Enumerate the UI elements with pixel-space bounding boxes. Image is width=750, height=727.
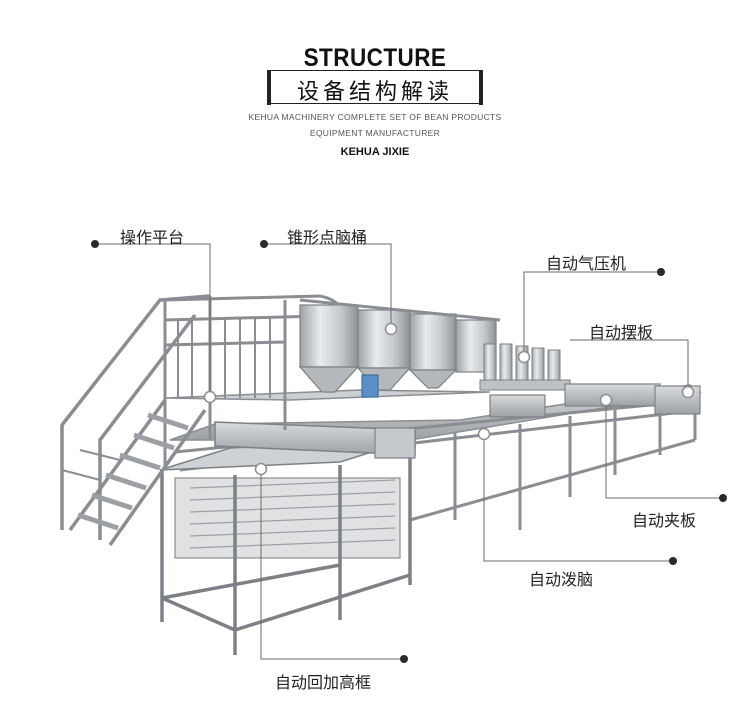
page-title: STRUCTURE [303, 44, 447, 72]
callout-markers [203, 322, 695, 476]
callout-auto-clamp-plate: 自动夹板 [632, 511, 697, 530]
staircase-illustration [60, 294, 211, 547]
subtitle-box: 设备结构解读 [267, 70, 483, 105]
callout-lines [95, 243, 723, 660]
return-frame-table [159, 439, 412, 655]
company-line-1: KEHUA MACHINERY COMPLETE SET OF BEAN PRO… [248, 112, 502, 122]
callout-auto-pouring: 自动泼脑 [529, 570, 594, 589]
subtitle-left-bar [267, 70, 271, 105]
callout-dots [91, 240, 727, 663]
callout-auto-swing-plate: 自动摆板 [589, 323, 654, 342]
callout-cone-tank: 锥形点脑桶 [287, 228, 368, 247]
callout-operating-platform: 操作平台 [120, 228, 185, 247]
clamp-plate-illustration [489, 383, 701, 418]
callout-auto-air-press: 自动气压机 [546, 254, 627, 273]
company-line-2: EQUIPMENT MANUFACTURER [309, 128, 441, 138]
header: STRUCTURE 设备结构解读 KEHUA MACHINERY COMPLET… [0, 0, 750, 175]
subtitle-right-bar [479, 70, 483, 105]
pouring-hood [214, 421, 416, 459]
brand-name: KEHUA JIXIE [340, 146, 410, 158]
cone-tanks-illustration [298, 298, 501, 398]
callout-auto-return-frame: 自动回加高框 [275, 673, 372, 692]
page-subtitle: 设备结构解读 [296, 80, 453, 105]
